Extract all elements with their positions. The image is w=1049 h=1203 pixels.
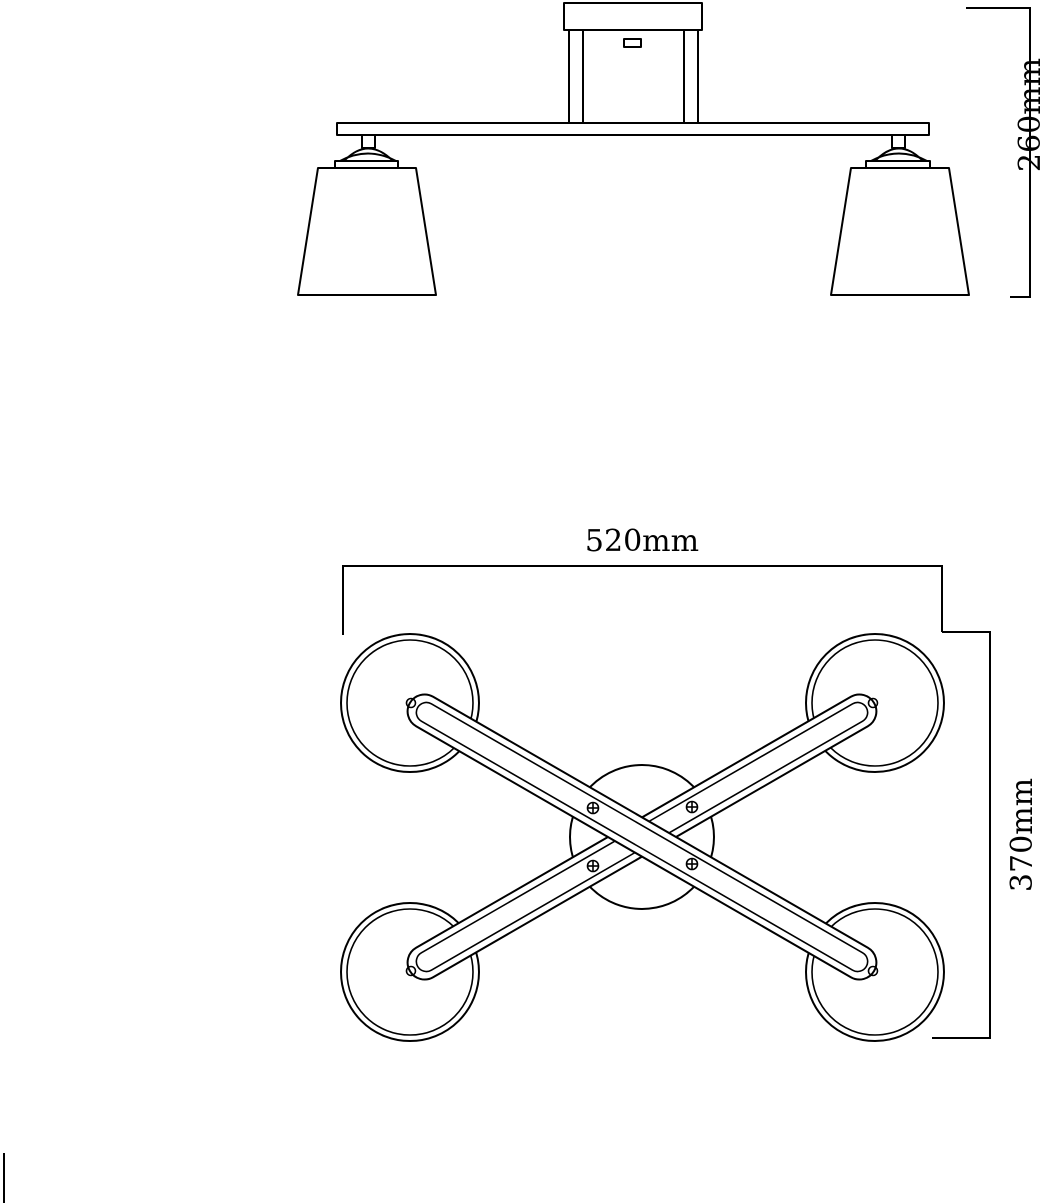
side-view — [297, 2, 970, 296]
width-dimension: 520mm — [342, 524, 943, 635]
height-dimension-label: 260mm — [1013, 58, 1048, 172]
mounting-bar — [336, 122, 930, 136]
socket-top-left — [405, 697, 417, 709]
depth-dimension: 370mm — [932, 631, 1040, 1039]
width-dimension-label: 520mm — [585, 524, 699, 559]
height-dimension: 260mm — [966, 7, 1048, 298]
right-shade — [830, 134, 970, 296]
screw-top-left — [586, 801, 600, 815]
socket-top-right — [867, 697, 879, 709]
canopy-switch — [623, 38, 642, 48]
canopy-cap — [563, 2, 703, 31]
canopy-post-left — [568, 29, 584, 124]
screw-bottom-left — [586, 859, 600, 873]
screw-bottom-right — [685, 857, 699, 871]
canopy-post-right — [683, 29, 699, 124]
center-canopy — [569, 764, 715, 910]
left-shade — [297, 134, 437, 296]
socket-bottom-left — [405, 965, 417, 977]
depth-dimension-label: 370mm — [1005, 778, 1040, 892]
socket-bottom-right — [867, 965, 879, 977]
arm-top-left-to-bottom-right — [406, 693, 878, 981]
screw-top-right — [685, 800, 699, 814]
top-view — [340, 633, 945, 1042]
